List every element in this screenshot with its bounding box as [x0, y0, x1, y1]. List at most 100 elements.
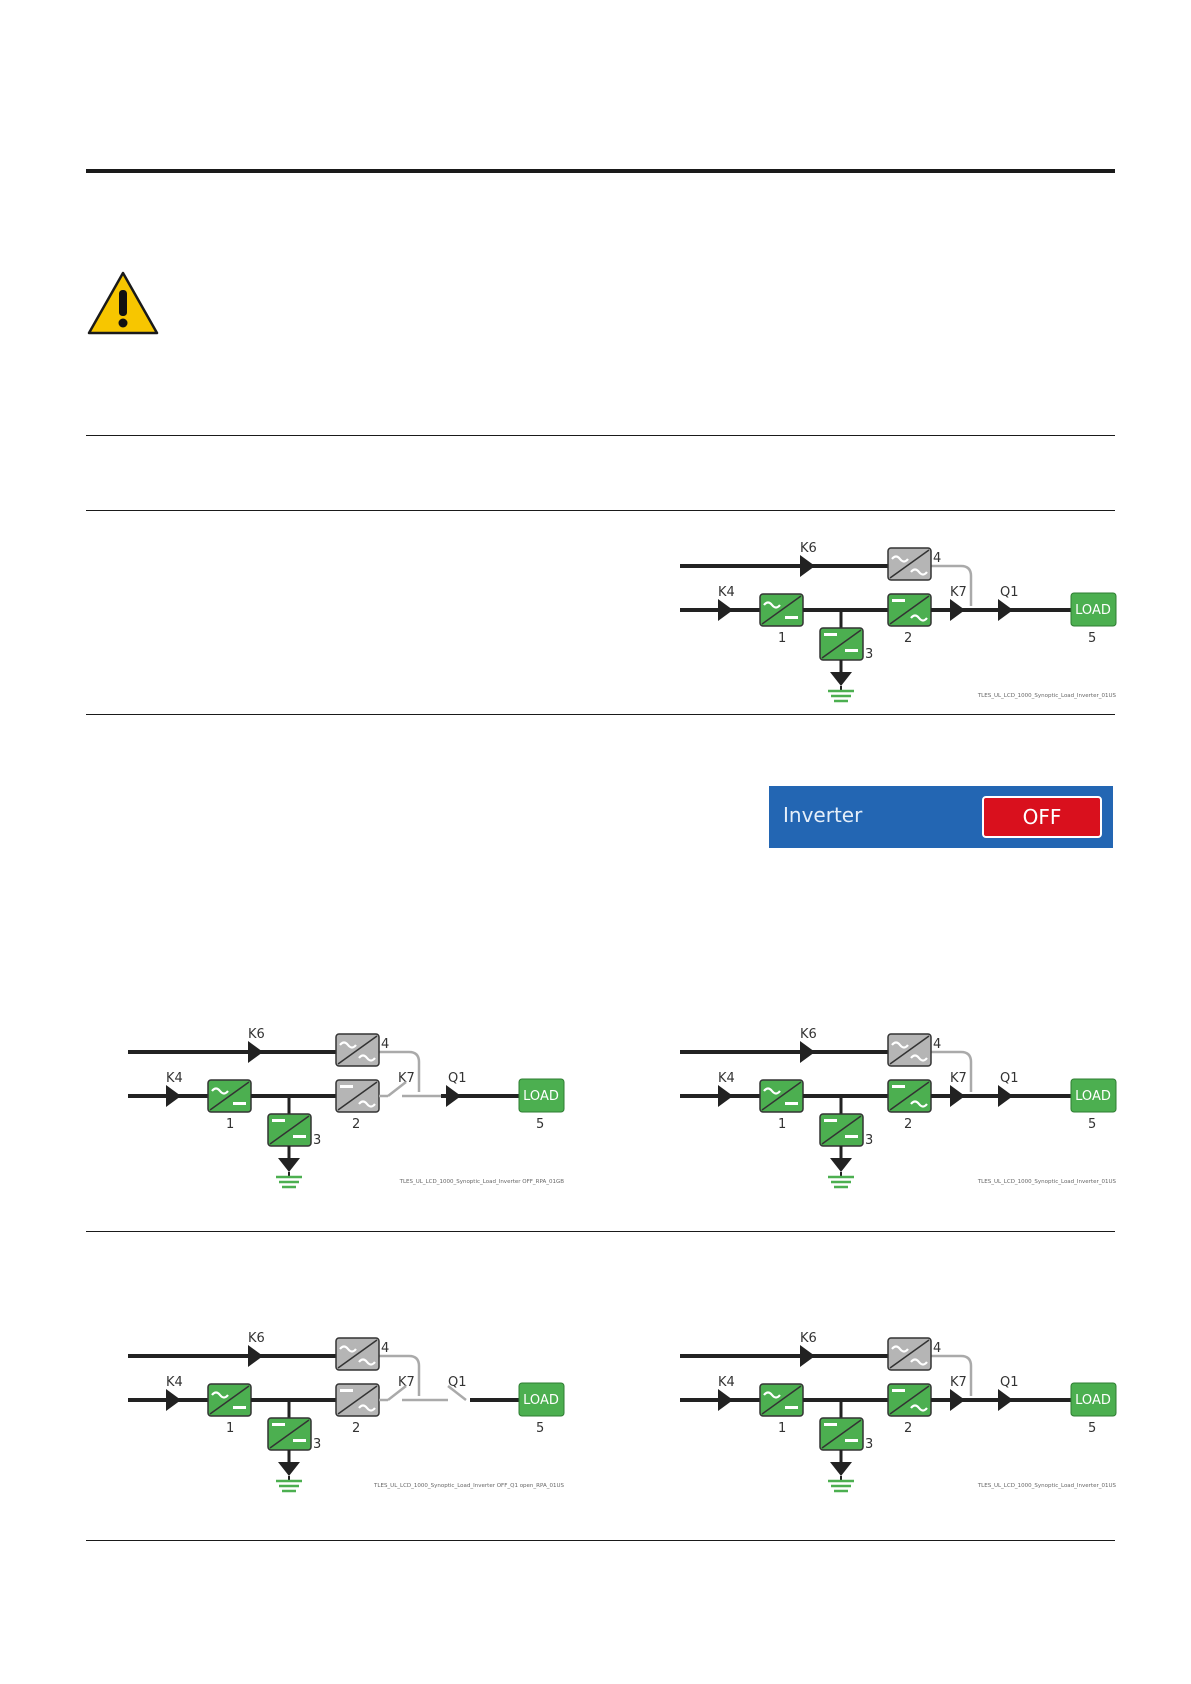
module-3-number: 3	[313, 1133, 321, 1148]
k6-contactor	[248, 1041, 263, 1063]
k7-label: K7	[398, 1375, 415, 1390]
module-5-number: 5	[1088, 1421, 1096, 1436]
load-box	[518, 1382, 565, 1417]
diagram-caption: TLES_UL_LCD_1000_Synoptic_Load_Inverter …	[399, 1179, 565, 1185]
load-box	[1070, 1078, 1117, 1113]
k7-contactor	[931, 1389, 993, 1411]
k4-label: K4	[718, 1071, 735, 1086]
k4-contactor	[166, 1389, 181, 1411]
load-box	[1070, 1382, 1117, 1417]
synoptic-diagram-2: K6 4 K4 1 3 2 K7	[126, 1018, 566, 1198]
synoptic-diagram-5: K6 4 K4 1 3 2 K7	[678, 1322, 1118, 1502]
k4-contactor	[718, 1085, 733, 1107]
k6-label: K6	[800, 1331, 817, 1346]
k4-label: K4	[166, 1375, 183, 1390]
k6-contactor	[800, 1345, 815, 1367]
module-2-number: 2	[352, 1117, 360, 1132]
q1-label: Q1	[448, 1375, 467, 1390]
k6-contactor	[248, 1345, 263, 1367]
diagram-caption: TLES_UL_LCD_1000_Synoptic_Load_Inverter …	[373, 1483, 564, 1489]
warning-triangle-icon	[87, 271, 159, 335]
module-3-number: 3	[865, 647, 873, 662]
k4-label: K4	[718, 1375, 735, 1390]
k6-label: K6	[248, 1027, 265, 1042]
module-5-number: 5	[1088, 631, 1096, 646]
k6-contactor	[800, 1041, 815, 1063]
load-label: LOAD	[1075, 1089, 1111, 1104]
module-5-number: 5	[536, 1117, 544, 1132]
divider	[86, 1540, 1115, 1541]
q1-breaker	[993, 599, 1071, 621]
inverter-status-panel: Inverter OFF	[769, 786, 1113, 848]
inverter-label: Inverter	[783, 803, 863, 827]
module-5-number: 5	[536, 1421, 544, 1436]
module-1-number: 1	[778, 1117, 786, 1132]
module-2-number: 2	[352, 1421, 360, 1436]
q1-breaker	[993, 1085, 1071, 1107]
battery-arrow-icon	[278, 1462, 300, 1476]
module-4-number: 4	[933, 1341, 941, 1356]
k7-label: K7	[398, 1071, 415, 1086]
module-1-number: 1	[226, 1421, 234, 1436]
k4-label: K4	[166, 1071, 183, 1086]
load-box	[1070, 592, 1117, 627]
diagram-caption: TLES_UL_LCD_1000_Synoptic_Load_Inverter_…	[977, 1179, 1117, 1185]
module-1-number: 1	[226, 1117, 234, 1132]
divider	[86, 510, 1115, 511]
synoptic-diagram-3: K6 4 K4 1 3 2 K7	[678, 1018, 1118, 1198]
load-label: LOAD	[523, 1393, 559, 1408]
k4-label: K4	[718, 585, 735, 600]
battery-arrow-icon	[830, 1158, 852, 1172]
module-3-number: 3	[313, 1437, 321, 1452]
q1-label: Q1	[1000, 585, 1019, 600]
k7-contactor	[931, 599, 993, 621]
battery-arrow-icon	[278, 1158, 300, 1172]
module-2-number: 2	[904, 1421, 912, 1436]
k7-label: K7	[950, 585, 967, 600]
module-4-number: 4	[933, 1037, 941, 1052]
load-label: LOAD	[1075, 603, 1111, 618]
k7-label: K7	[950, 1375, 967, 1390]
synoptic-diagram-1: K6 4 K4 1 3 2 K7	[678, 532, 1118, 712]
k7-contactor-open	[379, 1081, 441, 1098]
module-3-number: 3	[865, 1437, 873, 1452]
k7-label: K7	[950, 1071, 967, 1086]
module-1-number: 1	[778, 1421, 786, 1436]
inverter-off-button[interactable]: OFF	[982, 796, 1102, 838]
module-2-number: 2	[904, 1117, 912, 1132]
diagram-caption: TLES_UL_LCD_1000_Synoptic_Load_Inverter_…	[977, 1483, 1117, 1489]
k6-label: K6	[248, 1331, 265, 1346]
synoptic-diagram-4: K6 4 K4 1 3 2 K7	[126, 1322, 566, 1502]
k6-label: K6	[800, 541, 817, 556]
battery-arrow-icon	[830, 672, 852, 686]
q1-label: Q1	[448, 1071, 467, 1086]
q1-breaker-open	[441, 1385, 519, 1402]
diagram-caption: TLES_UL_LCD_1000_Synoptic_Load_Inverter_…	[977, 693, 1117, 699]
load-label: LOAD	[523, 1089, 559, 1104]
divider	[86, 435, 1115, 436]
k4-contactor	[166, 1085, 181, 1107]
k6-contactor	[800, 555, 815, 577]
module-4-number: 4	[933, 551, 941, 566]
k7-contactor-open	[379, 1385, 441, 1402]
module-1-number: 1	[778, 631, 786, 646]
divider	[86, 1231, 1115, 1232]
module-5-number: 5	[1088, 1117, 1096, 1132]
k4-contactor	[718, 1389, 733, 1411]
battery-arrow-icon	[830, 1462, 852, 1476]
q1-label: Q1	[1000, 1375, 1019, 1390]
load-label: LOAD	[1075, 1393, 1111, 1408]
module-4-number: 4	[381, 1037, 389, 1052]
module-4-number: 4	[381, 1341, 389, 1356]
q1-breaker	[441, 1085, 519, 1107]
load-box	[518, 1078, 565, 1113]
q1-breaker	[993, 1389, 1071, 1411]
k4-contactor	[718, 599, 733, 621]
q1-label: Q1	[1000, 1071, 1019, 1086]
header-rule	[86, 169, 1115, 173]
module-2-number: 2	[904, 631, 912, 646]
k7-contactor	[931, 1085, 993, 1107]
divider	[86, 714, 1115, 715]
k6-label: K6	[800, 1027, 817, 1042]
module-3-number: 3	[865, 1133, 873, 1148]
